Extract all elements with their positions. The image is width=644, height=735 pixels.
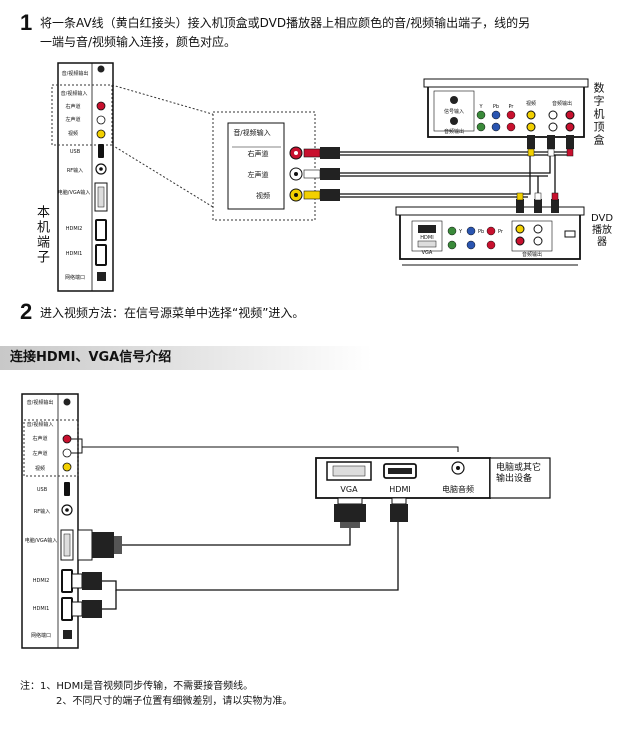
svg-text:网络端口: 网络端口	[31, 632, 51, 639]
svg-text:Pb: Pb	[478, 229, 484, 235]
pc-hdmi-text: HDMI	[389, 485, 410, 494]
yellow-jack	[96, 129, 106, 139]
svg-text:视频: 视频	[35, 465, 45, 472]
svg-text:音/视频输出: 音/视频输出	[27, 399, 54, 406]
note-2: 2、不同尺寸的端子位置有细微差别，请以实物为准。	[56, 696, 293, 707]
step2-text: 进入视频方法：在信号源菜单中选择“视频”进入。	[40, 306, 305, 320]
right-ch-label: 右声道	[65, 103, 80, 110]
av-out-label: 音/视频输出	[62, 70, 89, 77]
svg-text:音频输出: 音频输出	[552, 100, 572, 107]
left-ch-label: 左声道	[65, 116, 80, 123]
svg-text:Y: Y	[458, 229, 463, 235]
rf-port	[99, 167, 103, 171]
svg-text:HDMI2: HDMI2	[33, 578, 50, 584]
network-port	[97, 272, 106, 281]
zoom-right-ch: 右声道	[248, 149, 269, 158]
hdmi2-port	[95, 219, 107, 241]
stb-audio-out: 音频输出	[444, 128, 464, 135]
av-out-jack	[97, 65, 105, 73]
hdmi-vga-diagram: 音/视频输出 音/视频输入 右声道 左声道 视频 USB RF输入 电脑/VGA…	[21, 393, 551, 649]
svg-text:Pb: Pb	[493, 104, 499, 110]
hdmi1-port	[95, 244, 107, 266]
svg-text:右声道: 右声道	[32, 435, 47, 442]
rf-label: RF输入	[67, 167, 83, 174]
usb-port	[98, 144, 104, 158]
section-title: 连接HDMI、VGA信号介绍	[10, 350, 172, 365]
zoom-title: 音/视频输入	[233, 128, 270, 137]
zoom-panel	[227, 122, 285, 210]
zoom-video: 视频	[256, 191, 270, 200]
pc-vga-label: 电脑/VGA输入	[58, 189, 90, 196]
white-jack	[96, 115, 106, 125]
tv-terminal-label: 本机端子	[34, 205, 49, 265]
svg-text:HDMI: HDMI	[420, 235, 433, 241]
section-header-bar	[0, 346, 372, 370]
note-1: 注：1、HDMI是音视频同步传输，不需要接音频线。	[20, 681, 254, 692]
red-jack	[96, 101, 106, 111]
svg-text:VGA: VGA	[422, 250, 433, 256]
av-connection-diagram: 音/视频输出 音/视频输入 右声道 左声道 视频 USB RF输入 电脑/VGA…	[51, 62, 589, 292]
stb-signal-in: 信号输入	[444, 108, 464, 115]
svg-text:音频输出: 音频输出	[522, 251, 542, 258]
svg-text:视频: 视频	[526, 100, 536, 107]
step1-line1: 将一条AV线（黄白红接头）接入机顶盒或DVD播放器上相应颜色的音/视频输出端子，…	[40, 16, 531, 30]
rca-plugs-left	[303, 147, 340, 201]
svg-text:HDMI1: HDMI1	[33, 606, 50, 612]
svg-text:音/视频输入: 音/视频输入	[27, 421, 54, 428]
stb-label: 数字机顶盒	[592, 82, 605, 147]
av-input-highlight	[51, 84, 113, 146]
pc-device-label: 电脑或其它输出设备	[496, 463, 542, 484]
usb-label: USB	[70, 149, 81, 155]
svg-text:RF输入: RF输入	[34, 508, 50, 515]
video-label: 视频	[68, 130, 78, 137]
step2-number: 2	[20, 299, 33, 324]
svg-text:左声道: 左声道	[32, 450, 47, 457]
svg-text:电脑/VGA输入: 电脑/VGA输入	[25, 537, 57, 544]
svg-text:USB: USB	[37, 487, 48, 493]
dvd-label: DVD播放器	[590, 213, 614, 248]
step1-number: 1	[20, 10, 33, 35]
pc-vga-text: VGA	[340, 485, 358, 494]
hdmi2-label: HDMI2	[66, 226, 83, 232]
svg-text:Pr: Pr	[509, 104, 515, 110]
svg-text:Y: Y	[478, 104, 483, 110]
hdmi1-label: HDMI1	[66, 251, 83, 257]
av-in-label: 音/视频输入	[61, 90, 88, 97]
pc-audio-text: 电脑音频	[442, 484, 474, 494]
svg-text:Pr: Pr	[498, 229, 504, 235]
network-label: 网络端口	[65, 274, 85, 281]
zoom-left-ch: 左声道	[248, 170, 269, 179]
step1-line2: 一端与音/视频输入连接，颜色对应。	[40, 35, 237, 49]
